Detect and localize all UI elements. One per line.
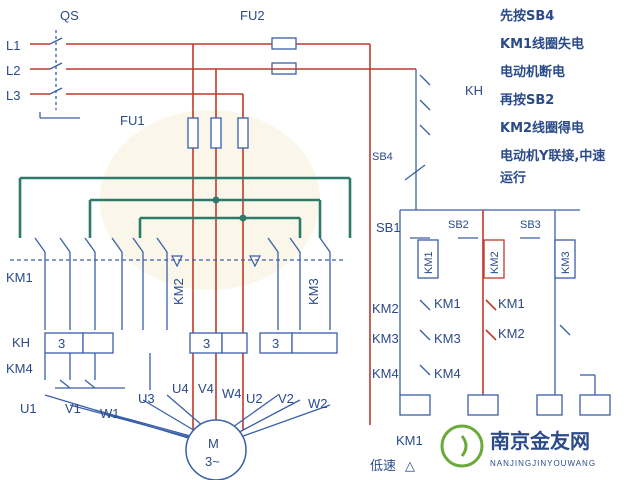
motor-circle	[185, 419, 247, 480]
contact-km1-a: KM1	[434, 296, 461, 311]
coil-km3: KM3	[560, 251, 572, 274]
terminal-w1: W1	[100, 406, 120, 421]
relay-value-3: 3	[272, 336, 279, 351]
relay-value-2: 3	[203, 336, 210, 351]
terminal-u2: U2	[246, 391, 263, 406]
row-km3: KM3	[372, 331, 399, 346]
motor-phase: 3~	[205, 454, 220, 469]
brand-sub: NANJINGJINYOUWANG	[490, 459, 596, 468]
terminal-v2: V2	[278, 391, 294, 406]
note-6: 电动机Y联接,中速	[500, 148, 605, 164]
terminal-w2: W2	[308, 396, 328, 411]
terminal-v1: V1	[65, 401, 81, 416]
control-circuit	[369, 44, 611, 425]
terminal-u1: U1	[20, 401, 37, 416]
row-km2: KM2	[372, 301, 399, 316]
label-l2: L2	[6, 63, 20, 78]
bus-bars	[18, 176, 352, 238]
low-speed: 低速	[370, 458, 396, 473]
label-kh-control: KH	[465, 83, 483, 98]
coil-km1: KM1	[423, 251, 435, 274]
label-km4: KM4	[6, 361, 33, 376]
label-sb1: SB1	[376, 220, 401, 235]
kh-relays	[44, 332, 338, 354]
terminal-w4: W4	[222, 386, 242, 401]
contact-km4: KM4	[434, 366, 461, 381]
label-sb2: SB2	[448, 219, 469, 231]
label-km2-vertical: KM2	[171, 278, 186, 305]
terminal-u3: U3	[138, 391, 155, 406]
label-qs: QS	[60, 8, 79, 23]
label-sb3: SB3	[520, 219, 541, 231]
km4-contacts	[44, 353, 151, 390]
label-fu2: FU2	[240, 8, 265, 23]
contact-km1-b: KM1	[498, 296, 525, 311]
main-contacts	[10, 237, 345, 330]
coil-km2: KM2	[489, 251, 501, 274]
brand-name: 南京金友网	[490, 429, 590, 453]
brand-logo	[440, 424, 484, 468]
bottom-km1: KM1	[396, 433, 423, 448]
contact-km3: KM3	[434, 331, 461, 346]
note-5: KM2线圈得电	[500, 120, 584, 136]
fu2-fuses	[216, 37, 416, 75]
power-lines	[30, 30, 370, 119]
row-km4: KM4	[372, 366, 399, 381]
motor-wiring	[44, 394, 331, 480]
note-2: KM1线圈失电	[500, 36, 584, 52]
note-1: 先按SB4	[500, 8, 554, 24]
triangle-symbol: △	[405, 458, 415, 473]
fu1-branch	[187, 44, 249, 430]
label-l3: L3	[6, 88, 20, 103]
terminal-u4: U4	[172, 381, 189, 396]
label-l1: L1	[6, 38, 20, 53]
motor-symbol: M	[208, 436, 219, 451]
label-kh: KH	[12, 335, 30, 350]
note-4: 再按SB2	[500, 92, 554, 108]
label-km1: KM1	[6, 270, 33, 285]
label-km3-vertical: KM3	[306, 278, 321, 305]
label-fu1: FU1	[120, 113, 145, 128]
contact-km2: KM2	[498, 326, 525, 341]
note-7: 运行	[500, 170, 526, 186]
relay-value-1: 3	[58, 336, 65, 351]
note-3: 电动机断电	[500, 64, 565, 80]
terminal-v4: V4	[198, 381, 214, 396]
label-sb4: SB4	[372, 151, 393, 163]
